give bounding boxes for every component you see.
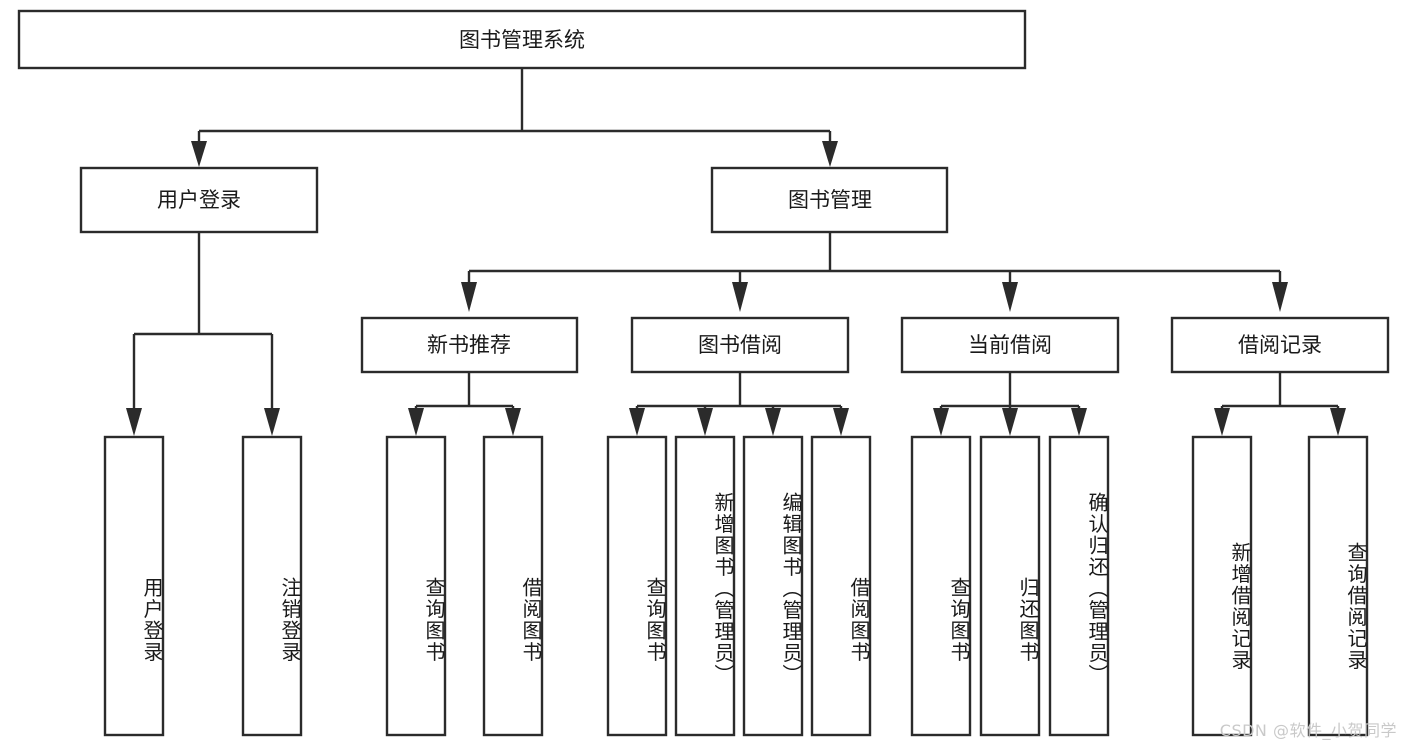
connector-book-management-to-level3 <box>461 232 1288 312</box>
leaf-box-br-query-record[interactable] <box>1307 435 1369 737</box>
leaf-box-bb-add-book[interactable] <box>674 435 736 737</box>
csdn-watermark: CSDN @软件_小贺同学 <box>1219 721 1397 740</box>
connector-new-book-to-leaves <box>408 372 521 436</box>
node-book-borrow[interactable]: 图书借阅 <box>630 316 850 374</box>
node-book-management-label: 图书管理 <box>788 188 872 212</box>
leaf-box-nb-borrow-book[interactable] <box>482 435 544 737</box>
node-root[interactable]: 图书管理系统 <box>17 9 1027 70</box>
connector-borrow-record-to-leaves <box>1214 372 1346 436</box>
node-borrow-record-label: 借阅记录 <box>1238 333 1322 357</box>
node-current-borrow-label: 当前借阅 <box>968 333 1052 357</box>
leaf-box-bb-borrow-book[interactable] <box>810 435 872 737</box>
connector-current-borrow-to-leaves <box>933 372 1087 436</box>
leaf-box-bb-query-book[interactable] <box>606 435 668 737</box>
node-book-management[interactable]: 图书管理 <box>710 166 949 234</box>
connector-user-login-to-leaves <box>126 232 280 436</box>
leaf-box-bb-edit-book[interactable] <box>742 435 804 737</box>
leaf-box-logout[interactable] <box>241 435 303 737</box>
leaf-box-nb-query-book[interactable] <box>385 435 447 737</box>
node-borrow-record[interactable]: 借阅记录 <box>1170 316 1390 374</box>
leaf-box-user-login[interactable] <box>103 435 165 737</box>
leaf-box-cb-return-book[interactable] <box>979 435 1041 737</box>
node-current-borrow[interactable]: 当前借阅 <box>900 316 1120 374</box>
leaf-box-br-add-record[interactable] <box>1191 435 1253 737</box>
leaf-box-cb-query-book[interactable] <box>910 435 972 737</box>
node-root-label: 图书管理系统 <box>459 28 585 52</box>
node-new-book-recommend-label: 新书推荐 <box>427 333 511 357</box>
node-book-borrow-label: 图书借阅 <box>698 333 782 357</box>
node-user-login-label: 用户登录 <box>157 188 241 212</box>
connector-root-to-level2 <box>191 68 838 167</box>
connector-book-borrow-to-leaves <box>629 372 849 436</box>
node-new-book-recommend[interactable]: 新书推荐 <box>360 316 579 374</box>
leaf-box-cb-confirm-return[interactable] <box>1048 435 1110 737</box>
node-user-login[interactable]: 用户登录 <box>79 166 319 234</box>
